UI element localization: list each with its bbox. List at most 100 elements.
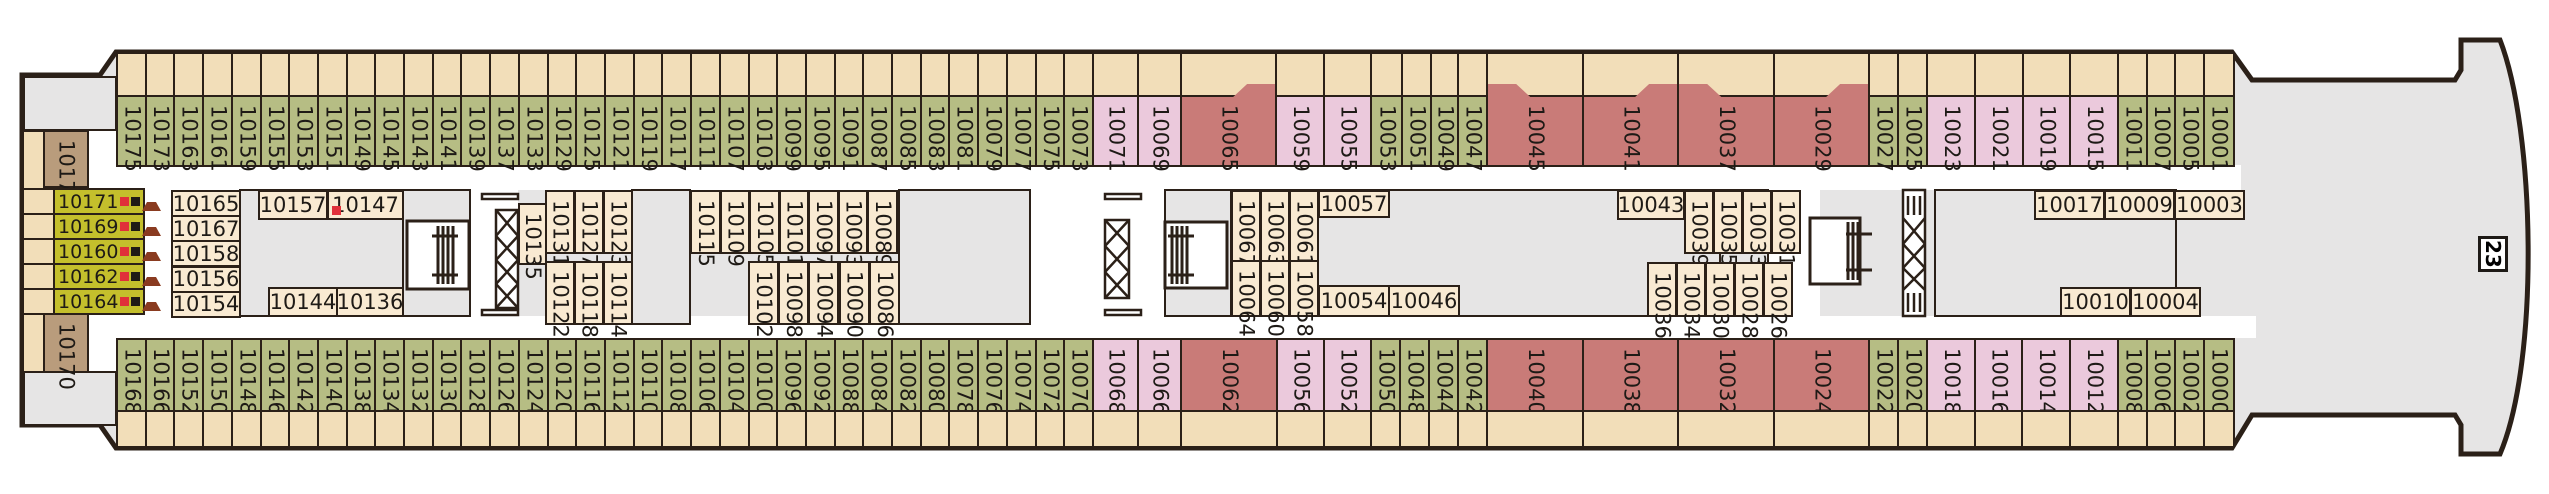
cabin-10173[interactable]: 10173 <box>145 95 176 172</box>
cabin-10093[interactable]: 10093 <box>837 190 868 267</box>
cabin-10063[interactable]: 10063 <box>1260 190 1290 267</box>
cabin-10169[interactable]: 10169 <box>53 213 162 240</box>
cabin-10119[interactable]: 10119 <box>633 95 664 172</box>
cabin-10149[interactable]: 10149 <box>346 95 377 172</box>
cabin-10087[interactable]: 10087 <box>862 95 894 172</box>
cabin-10135[interactable]: 10135 <box>518 203 547 280</box>
cabin-10117[interactable]: 10117 <box>661 95 693 172</box>
cabin-10134[interactable]: 10134 <box>374 338 406 415</box>
cabin-10070[interactable]: 10070 <box>1063 338 1095 415</box>
cabin-10151[interactable]: 10151 <box>317 95 349 172</box>
cabin-10121[interactable]: 10121 <box>604 95 636 172</box>
cabin-10062[interactable]: 10062 <box>1180 338 1279 415</box>
cabin-10018[interactable]: 10018 <box>1926 338 1977 415</box>
cabin-10088[interactable]: 10088 <box>834 338 865 415</box>
cabin-10047[interactable]: 10047 <box>1457 95 1489 172</box>
cabin-10056[interactable]: 10056 <box>1276 338 1326 415</box>
cabin-10124[interactable]: 10124 <box>518 338 550 415</box>
cabin-10152[interactable]: 10152 <box>173 338 205 415</box>
cabin-10165[interactable]: 10165 <box>171 190 241 217</box>
cabin-10096[interactable]: 10096 <box>776 338 808 415</box>
cabin-10155[interactable]: 10155 <box>260 95 291 172</box>
cabin-10137[interactable]: 10137 <box>489 95 521 172</box>
cabin-10103[interactable]: 10103 <box>748 95 779 172</box>
cabin-10146[interactable]: 10146 <box>260 338 291 415</box>
cabin-10141[interactable]: 10141 <box>432 95 463 172</box>
cabin-10109[interactable]: 10109 <box>719 190 750 267</box>
cabin-10050[interactable]: 10050 <box>1370 338 1402 415</box>
cabin-10079[interactable]: 10079 <box>977 95 1009 172</box>
cabin-10080[interactable]: 10080 <box>920 338 951 415</box>
cabin-10016[interactable]: 10016 <box>1974 338 2024 415</box>
cabin-10115[interactable]: 10115 <box>690 190 721 267</box>
cabin-10037[interactable]: 10037 <box>1677 95 1776 172</box>
cabin-10035[interactable]: 10035 <box>1713 190 1743 267</box>
cabin-10024[interactable]: 10024 <box>1773 338 1871 415</box>
cabin-10006[interactable]: 10006 <box>2146 338 2177 415</box>
cabin-10036[interactable]: 10036 <box>1647 262 1677 339</box>
cabin-10133[interactable]: 10133 <box>518 95 550 172</box>
cabin-10076[interactable]: 10076 <box>977 338 1009 415</box>
cabin-10159[interactable]: 10159 <box>231 95 263 172</box>
cabin-10031[interactable]: 10031 <box>1771 190 1801 267</box>
cabin-10177[interactable]: 10177 <box>43 130 89 207</box>
cabin-10166[interactable]: 10166 <box>145 338 176 415</box>
cabin-10033[interactable]: 10033 <box>1742 190 1772 267</box>
cabin-10067[interactable]: 10067 <box>1231 190 1261 267</box>
cabin-10143[interactable]: 10143 <box>403 95 435 172</box>
cabin-10131[interactable]: 10131 <box>545 190 575 267</box>
cabin-10150[interactable]: 10150 <box>202 338 234 415</box>
cabin-10100[interactable]: 10100 <box>748 338 779 415</box>
cabin-10048[interactable]: 10048 <box>1399 338 1431 415</box>
cabin-10125[interactable]: 10125 <box>575 95 607 172</box>
cabin-10061[interactable]: 10061 <box>1289 190 1319 267</box>
cabin-10144[interactable]: 10144 <box>268 287 338 317</box>
cabin-10139[interactable]: 10139 <box>460 95 492 172</box>
cabin-10112[interactable]: 10112 <box>604 338 636 415</box>
cabin-10072[interactable]: 10072 <box>1035 338 1066 415</box>
cabin-10111[interactable]: 10111 <box>690 95 722 172</box>
cabin-10120[interactable]: 10120 <box>547 338 578 415</box>
cabin-10085[interactable]: 10085 <box>891 95 923 172</box>
cabin-10069[interactable]: 10069 <box>1137 95 1183 172</box>
cabin-10040[interactable]: 10040 <box>1486 338 1585 415</box>
cabin-10123[interactable]: 10123 <box>603 190 633 267</box>
cabin-10170[interactable]: 10170 <box>43 313 89 390</box>
cabin-10127[interactable]: 10127 <box>574 190 604 267</box>
cabin-10059[interactable]: 10059 <box>1275 95 1326 172</box>
cabin-10012[interactable]: 10012 <box>2069 338 2120 415</box>
cabin-10163[interactable]: 10163 <box>173 95 205 172</box>
cabin-10145[interactable]: 10145 <box>374 95 406 172</box>
cabin-10007[interactable]: 10007 <box>2146 95 2177 172</box>
cabin-10162[interactable]: 10162 <box>53 263 162 290</box>
cabin-10142[interactable]: 10142 <box>288 338 320 415</box>
cabin-10104[interactable]: 10104 <box>719 338 751 415</box>
cabin-10025[interactable]: 10025 <box>1897 95 1929 172</box>
cabin-10044[interactable]: 10044 <box>1428 338 1460 415</box>
cabin-10171[interactable]: 10171 <box>53 188 162 215</box>
cabin-10020[interactable]: 10020 <box>1897 338 1929 415</box>
cabin-10126[interactable]: 10126 <box>489 338 521 415</box>
cabin-10045[interactable]: 10045 <box>1486 95 1585 172</box>
cabin-10008[interactable]: 10008 <box>2117 338 2149 415</box>
cabin-10068[interactable]: 10068 <box>1092 338 1140 415</box>
cabin-10156[interactable]: 10156 <box>171 265 241 293</box>
cabin-10081[interactable]: 10081 <box>948 95 980 172</box>
cabin-10082[interactable]: 10082 <box>891 338 923 415</box>
cabin-10094[interactable]: 10094 <box>808 261 840 338</box>
cabin-10175[interactable]: 10175 <box>116 95 148 172</box>
cabin-10132[interactable]: 10132 <box>403 338 435 415</box>
cabin-10148[interactable]: 10148 <box>231 338 263 415</box>
cabin-10084[interactable]: 10084 <box>862 338 894 415</box>
cabin-10086[interactable]: 10086 <box>868 261 900 338</box>
cabin-10005[interactable]: 10005 <box>2174 95 2206 172</box>
cabin-10083[interactable]: 10083 <box>920 95 951 172</box>
cabin-10114[interactable]: 10114 <box>603 261 633 338</box>
cabin-10028[interactable]: 10028 <box>1734 262 1764 339</box>
cabin-10110[interactable]: 10110 <box>633 338 664 415</box>
cabin-10090[interactable]: 10090 <box>838 261 870 338</box>
cabin-10105[interactable]: 10105 <box>749 190 780 267</box>
cabin-10071[interactable]: 10071 <box>1092 95 1140 172</box>
cabin-10107[interactable]: 10107 <box>719 95 751 172</box>
cabin-10041[interactable]: 10041 <box>1582 95 1680 172</box>
